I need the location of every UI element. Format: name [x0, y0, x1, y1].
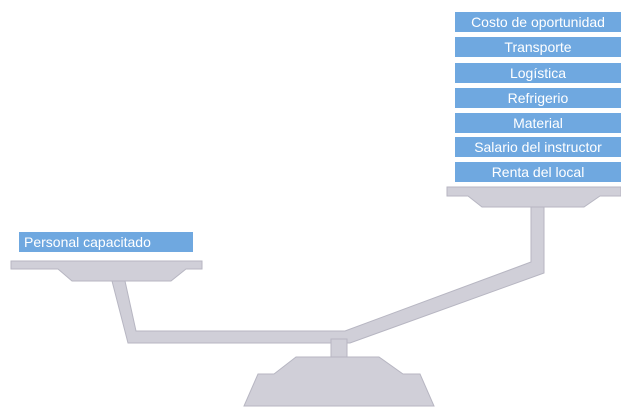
right-pan: [446, 186, 621, 208]
left-pan: [10, 260, 203, 282]
cost-item-logistica: Logística: [455, 63, 621, 83]
scale-beam: [111, 206, 545, 344]
cost-item-refrigerio: Refrigerio: [455, 88, 621, 108]
cost-item-renta-del-local: Renta del local: [455, 162, 621, 182]
cost-item-costo-de-oportunidad: Costo de oportunidad: [455, 12, 621, 32]
cost-item-material: Material: [455, 113, 621, 133]
scale-fulcrum: [330, 338, 348, 358]
benefit-item-personal-capacitado: Personal capacitado: [19, 232, 193, 252]
cost-item-transporte: Transporte: [455, 37, 621, 57]
cost-item-salario-del-instructor: Salario del instructor: [455, 137, 621, 157]
scale-base: [243, 356, 435, 407]
